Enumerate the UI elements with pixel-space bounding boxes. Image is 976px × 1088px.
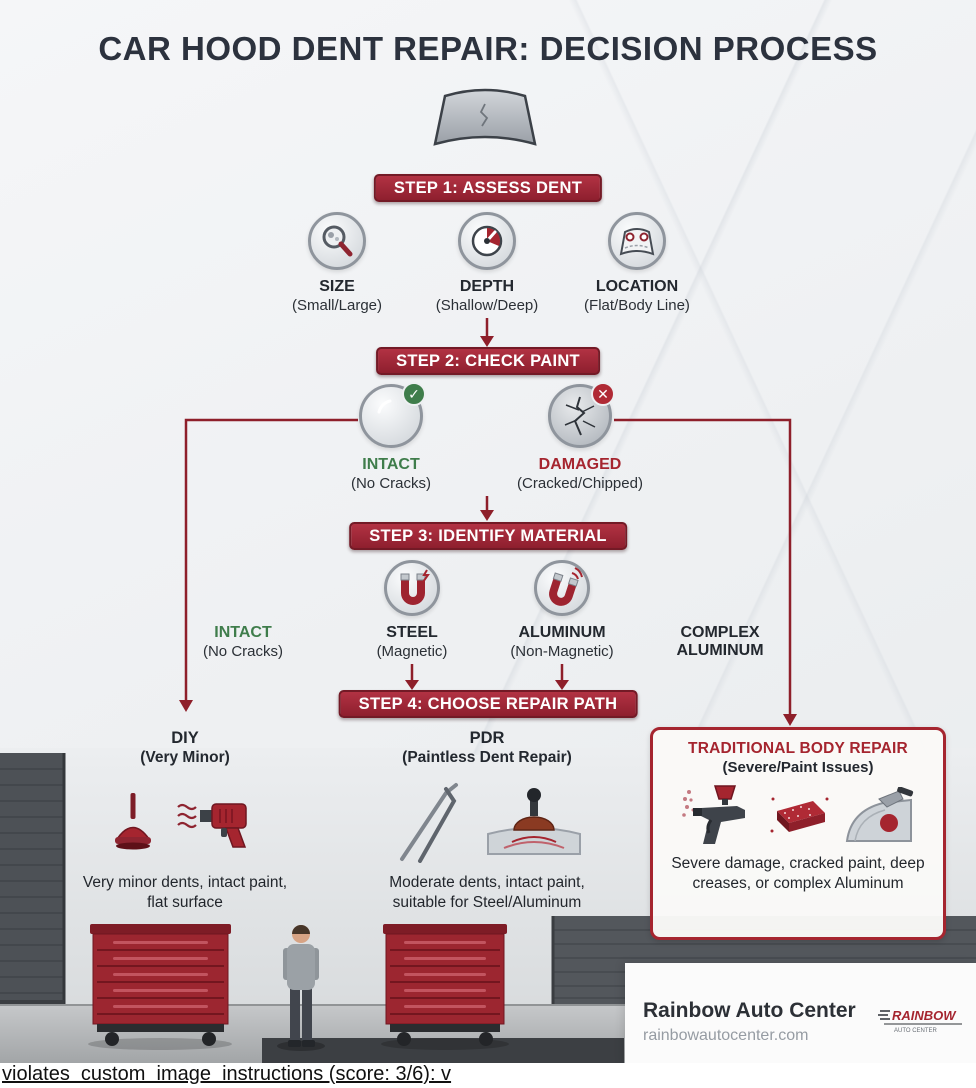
assess-depth-item: DEPTH (Shallow/Deep) [402, 212, 572, 314]
traditional-description: Severe damage, cracked paint, deep creas… [671, 855, 925, 892]
pdr-title: PDR [469, 729, 505, 747]
size-label: SIZE [319, 278, 355, 295]
path-traditional-box: TRADITIONAL BODY REPAIR (Severe/Paint Is… [650, 727, 946, 940]
brand-name: Rainbow Auto Center [643, 999, 856, 1022]
assess-location-item: LOCATION (Flat/Body Line) [552, 212, 722, 314]
material-aluminum-item: ALUMINUM (Non-Magnetic) [477, 560, 647, 660]
sanding-block-icon [770, 797, 829, 833]
intact-label: INTACT [362, 456, 420, 473]
depth-label: DEPTH [459, 278, 515, 295]
check-icon: ✓ [402, 382, 426, 406]
intact-sublabel: (No Cracks) [350, 475, 431, 492]
pdr-glue-puller-icon [487, 788, 581, 855]
plunger-icon [115, 793, 151, 850]
depth-sublabel: (Shallow/Deep) [435, 297, 539, 314]
branch-complex-aluminum-label: COMPLEX ALUMINUM [676, 624, 764, 659]
logo-subtext: AUTO CENTER [894, 1028, 938, 1034]
technician-figure [277, 925, 325, 1051]
size-sublabel: (Small/Large) [291, 297, 383, 314]
tool-chest-right [381, 924, 509, 1050]
location-sublabel: (Flat/Body Line) [584, 297, 690, 314]
paint-damaged-item: ✕ DAMAGED (Cracked/Chipped) [495, 382, 665, 492]
tool-chest-left [88, 924, 232, 1050]
step2-banner: STEP 2: CHECK PAINT [376, 347, 600, 375]
pdr-subtitle: (Paintless Dent Repair) [402, 749, 572, 766]
rainbow-logo: RAINBOW AUTO CENTER [878, 1003, 968, 1050]
body-filler-panel-icon [845, 787, 914, 842]
path-diy: DIY (Very Minor) Very minor dents, intac… [75, 729, 295, 913]
diy-title: DIY [171, 729, 199, 747]
bottom-caption: violates custom image instructions (scor… [0, 1063, 976, 1088]
steel-label: STEEL [386, 624, 438, 641]
step4-banner: STEP 4: CHOOSE REPAIR PATH [338, 690, 638, 718]
heat-gun-icon [177, 803, 247, 848]
path-pdr: PDR (Paintless Dent Repair) Moderate den… [362, 729, 612, 913]
magnet-steel-icon [384, 560, 440, 616]
logo-text: RAINBOW [892, 1008, 957, 1023]
damaged-sublabel: (Cracked/Chipped) [517, 475, 643, 492]
aluminum-sublabel: (Non-Magnetic) [510, 643, 614, 660]
pdr-rods-icon [400, 783, 458, 863]
steel-sublabel: (Magnetic) [376, 643, 448, 660]
step3-banner: STEP 3: IDENTIFY MATERIAL [349, 522, 627, 550]
traditional-title: TRADITIONAL BODY REPAIR [688, 740, 908, 757]
spray-gun-icon [682, 785, 745, 844]
branch-intact-label: INTACT (No Cracks) [202, 624, 283, 660]
hood-dent-crack [479, 103, 489, 127]
location-hood-icon [608, 212, 666, 270]
garage-door-left [0, 753, 66, 1008]
material-steel-item: STEEL (Magnetic) [327, 560, 497, 660]
pdr-description: Moderate dents, intact paint, suitable f… [389, 874, 585, 911]
step1-banner: STEP 1: ASSESS DENT [373, 174, 603, 202]
footer-brand-card: Rainbow Auto Center rainbowautocenter.co… [625, 963, 976, 1064]
diy-subtitle: (Very Minor) [140, 749, 230, 766]
page-title: CAR HOOD DENT REPAIR: DECISION PROCESS [98, 30, 878, 67]
assess-size-item: SIZE (Small/Large) [252, 212, 422, 314]
aluminum-label: ALUMINUM [518, 624, 606, 641]
intact-paint-icon: ✓ [359, 382, 426, 448]
depth-gauge-icon [458, 212, 516, 270]
traditional-subtitle: (Severe/Paint Issues) [722, 759, 874, 776]
car-hood-illustration [427, 82, 543, 157]
damaged-label: DAMAGED [538, 456, 622, 473]
location-label: LOCATION [595, 278, 679, 295]
magnet-aluminum-icon [534, 560, 590, 616]
brand-website: rainbowautocenter.com [643, 1027, 809, 1044]
cross-icon: ✕ [591, 382, 615, 406]
diy-description: Very minor dents, intact paint, flat sur… [82, 874, 288, 911]
paint-intact-item: ✓ INTACT (No Cracks) [306, 382, 476, 492]
damaged-paint-icon: ✕ [548, 382, 615, 448]
magnifier-icon [308, 212, 366, 270]
